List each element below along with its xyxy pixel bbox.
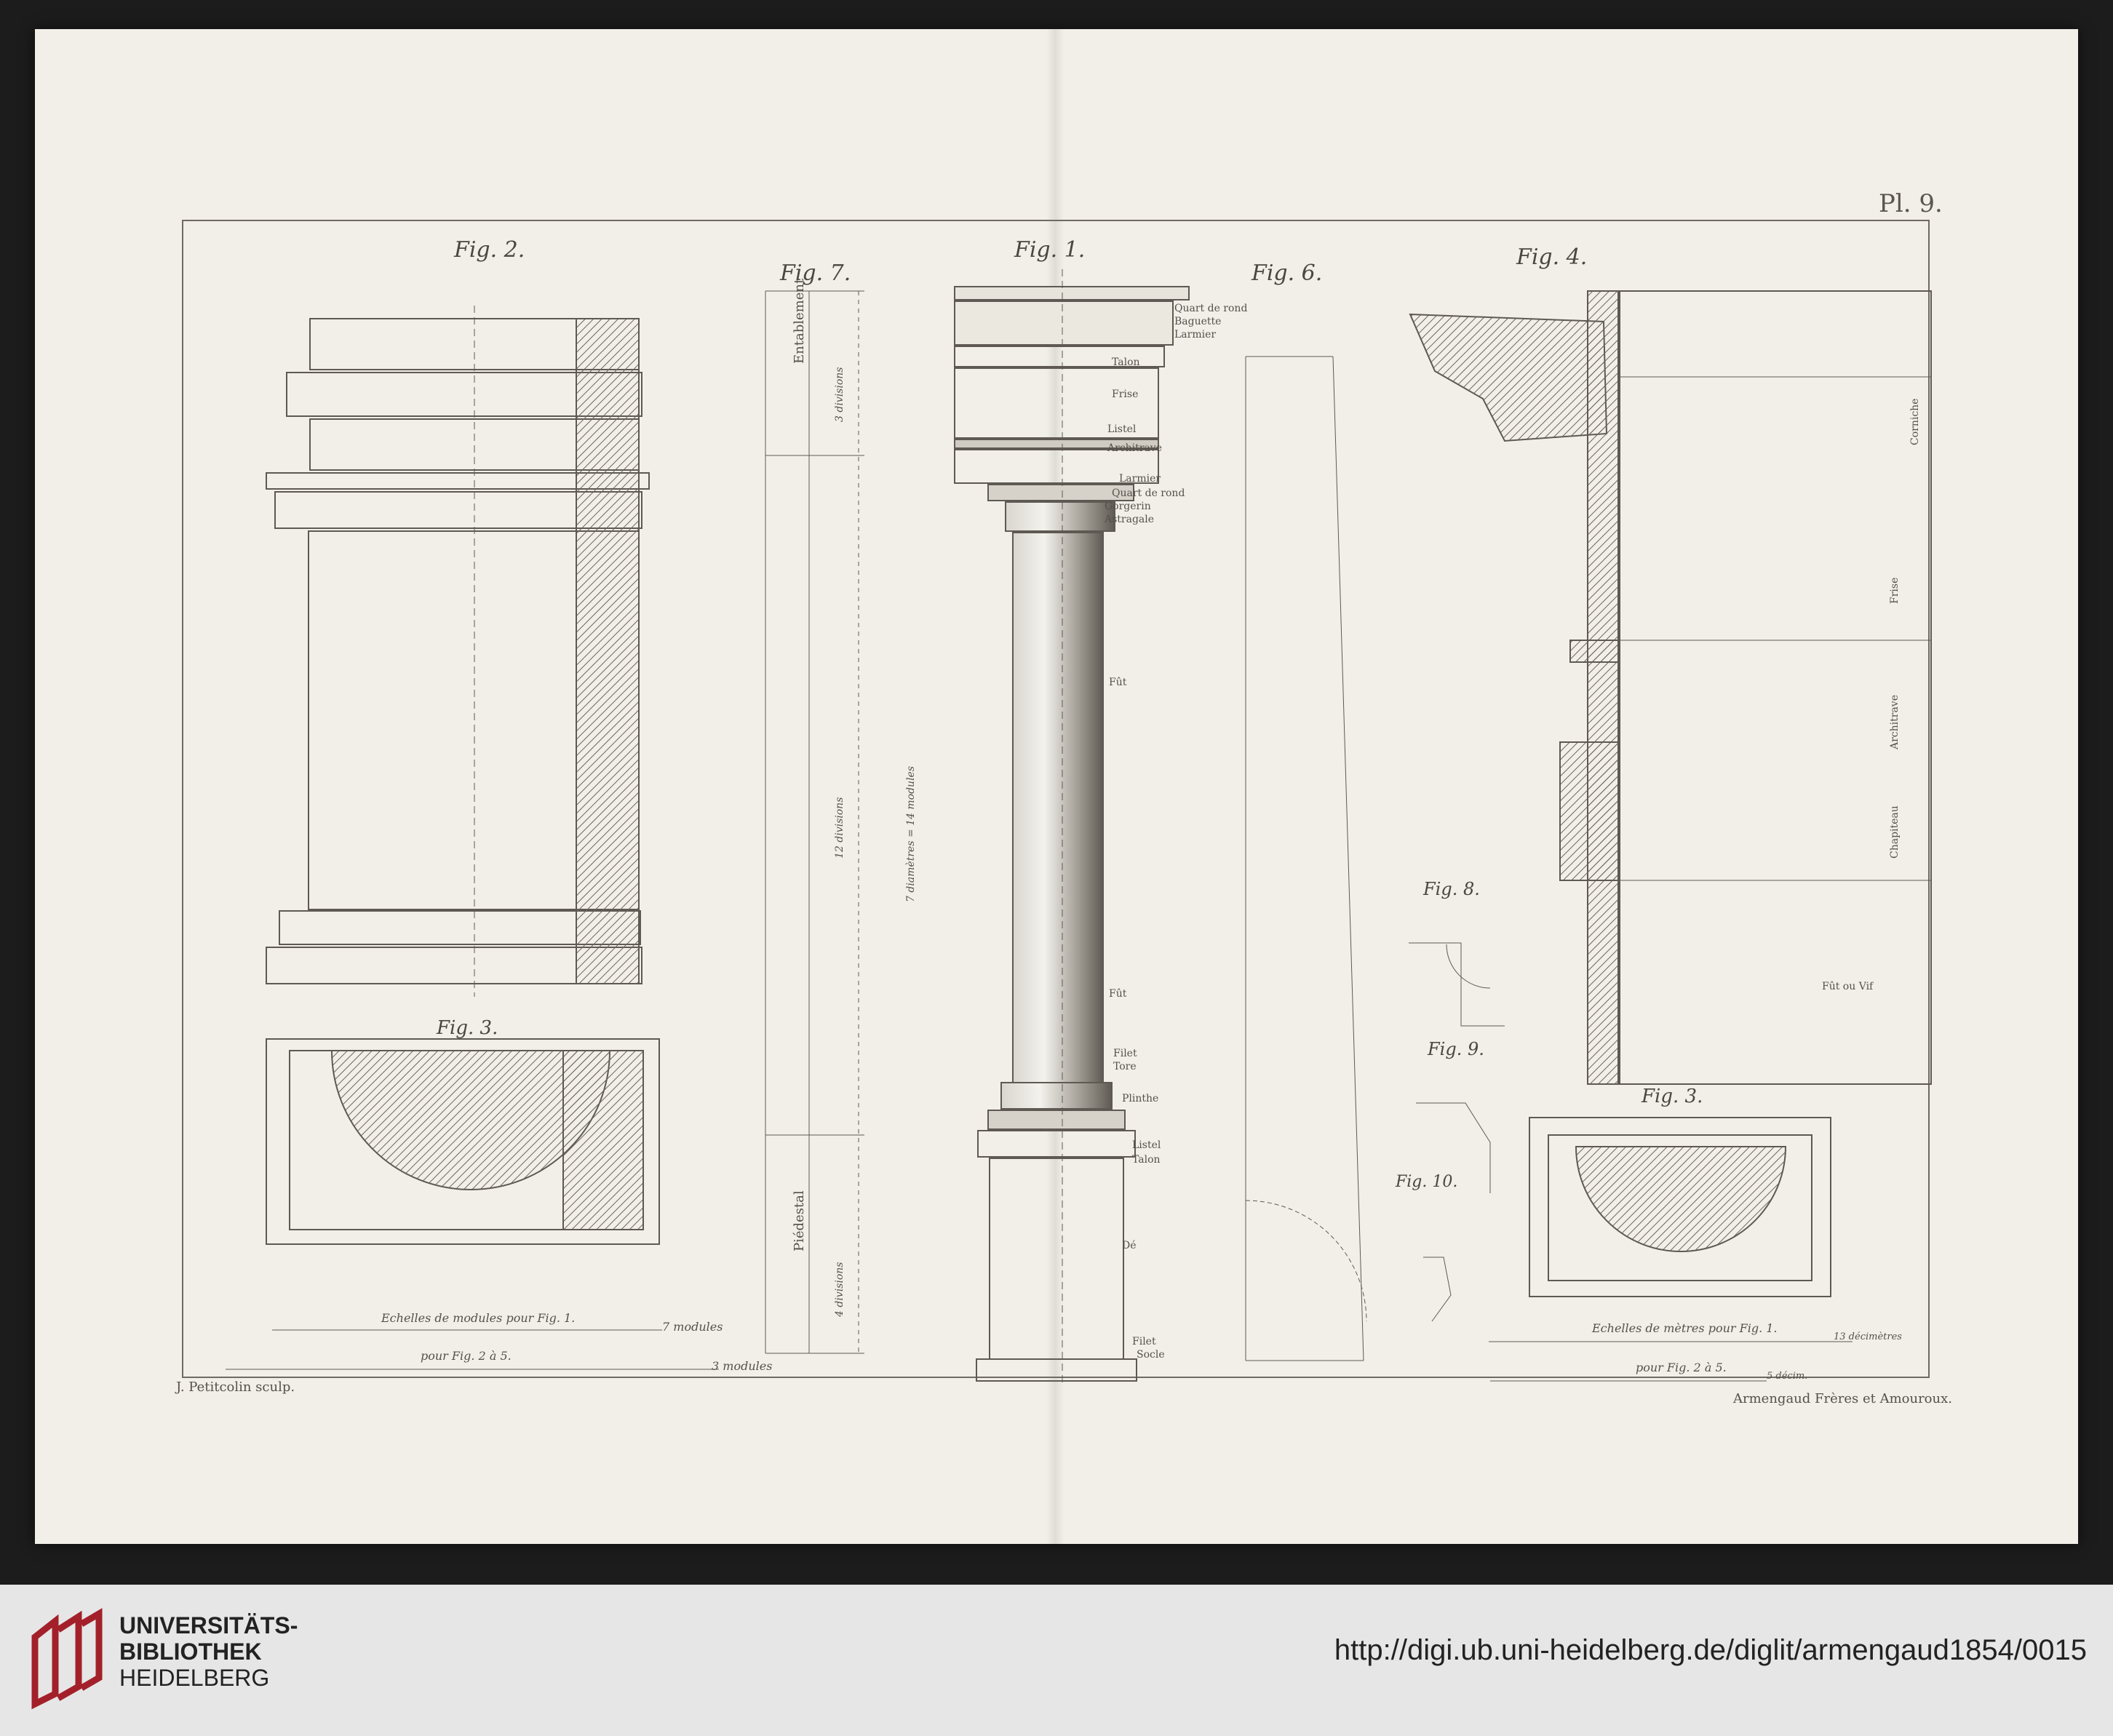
ub-heidelberg-logo-icon xyxy=(31,1608,103,1710)
fig7-piedestal: Piédestal xyxy=(792,1190,807,1251)
fig4-entablement-profile xyxy=(1409,290,1932,1085)
scale-bars xyxy=(226,1329,1853,1382)
fig4-fut-ou-vif: Fût ou Vif xyxy=(1822,981,1874,992)
label-fut-2: Fût xyxy=(1109,988,1127,1000)
library-name-line1: UNIVERSITÄTS- xyxy=(119,1612,298,1639)
fig9-title: Fig. 9. xyxy=(1428,1039,1484,1059)
scale-left-end1: 7 modules xyxy=(662,1320,723,1334)
fig4-frise: Frise xyxy=(1889,577,1901,604)
digitization-footer: UNIVERSITÄTS- BIBLIOTHEK HEIDELBERG http… xyxy=(0,1585,2113,1736)
plate-frame xyxy=(182,220,1930,1378)
library-name: UNIVERSITÄTS- BIBLIOTHEK HEIDELBERG xyxy=(119,1612,298,1691)
fig1-title: Fig. 1. xyxy=(1014,237,1086,263)
fig10-title: Fig. 10. xyxy=(1396,1173,1458,1191)
label-baguette: Baguette xyxy=(1174,316,1222,327)
fig8-title: Fig. 8. xyxy=(1423,879,1480,899)
fig2-title: Fig. 2. xyxy=(454,237,525,263)
fig7-title: Fig. 7. xyxy=(780,260,851,286)
label-gorgerin: Gorgerin xyxy=(1105,501,1151,512)
scale-left-sub: pour Fig. 2 à 5. xyxy=(421,1349,512,1363)
label-de: Dé xyxy=(1122,1240,1137,1251)
fig7-three-divisions: 3 divisions xyxy=(834,367,845,422)
label-plinthe: Plinthe xyxy=(1122,1093,1159,1104)
fig3-plan-right xyxy=(1529,1117,1831,1297)
fig4-corniche: Corniche xyxy=(1909,398,1921,445)
fig7-seven-diameters: 7 diamètres = 14 modules xyxy=(905,765,917,902)
label-frise: Frise xyxy=(1112,389,1139,400)
label-fut: Fût xyxy=(1109,677,1127,688)
label-filet: Filet xyxy=(1113,1048,1137,1059)
fig6-entasis xyxy=(1245,356,1367,1361)
scale-right-sub: pour Fig. 2 à 5. xyxy=(1636,1361,1727,1374)
scale-right-main: Echelles de mètres pour Fig. 1. xyxy=(1592,1321,1778,1335)
fig4-architrave: Architrave xyxy=(1889,695,1901,749)
label-tore: Tore xyxy=(1113,1061,1137,1072)
fig4-chapiteau: Chapiteau xyxy=(1889,805,1901,859)
fig8-9-10-details xyxy=(1409,942,1505,1322)
label-architrave: Architrave xyxy=(1107,442,1162,454)
label-astragale: Astragale xyxy=(1105,514,1155,525)
label-listel: Listel xyxy=(1107,423,1137,435)
plate-number: Pl. 9. xyxy=(1879,189,1943,218)
engraved-plate: Pl. 9. xyxy=(35,29,2078,1544)
engraver-signature: J. Petitcolin sculp. xyxy=(176,1379,295,1395)
fig3b-title: Fig. 3. xyxy=(1642,1086,1703,1107)
label-talon-2: Talon xyxy=(1132,1154,1161,1166)
permalink-url[interactable]: http://digi.ub.uni-heidelberg.de/diglit/… xyxy=(1334,1634,2087,1666)
fig7-twelve-divisions: 12 divisions xyxy=(834,797,845,859)
label-quart-de-rond: Quart de rond xyxy=(1174,303,1248,314)
label-listel-2: Listel xyxy=(1132,1139,1161,1151)
fig7-entablement: Entablement xyxy=(792,278,807,364)
publisher-credit: Armengaud Frères et Amouroux. xyxy=(1733,1391,1952,1406)
library-name-line3: HEIDELBERG xyxy=(119,1665,270,1691)
scale-left-end2: 3 modules xyxy=(712,1359,773,1373)
label-quart-de-rond-2: Quart de rond xyxy=(1112,487,1185,499)
library-name-line2: BIBLIOTHEK xyxy=(119,1639,262,1665)
label-talon: Talon xyxy=(1112,357,1140,368)
fig4-title: Fig. 4. xyxy=(1516,244,1588,270)
fig6-title: Fig. 6. xyxy=(1252,260,1323,286)
fig7-four-divisions: 4 divisions xyxy=(834,1262,845,1317)
label-larmier-2: Larmier xyxy=(1119,473,1161,485)
scale-right-end1: 13 décimètres xyxy=(1834,1331,1902,1342)
technical-drawing xyxy=(226,269,1932,1382)
scale-left-main: Echelles de modules pour Fig. 1. xyxy=(381,1311,576,1325)
fig3-plan-left xyxy=(266,1038,660,1245)
label-socle: Socle xyxy=(1137,1349,1165,1361)
fig3a-title: Fig. 3. xyxy=(437,1017,498,1039)
scale-right-end2: 5 décim. xyxy=(1767,1371,1808,1382)
fig2-pedestal xyxy=(266,306,650,997)
label-filet-2: Filet xyxy=(1132,1336,1156,1347)
fig7-proportion-lines xyxy=(765,290,864,1354)
fig1-column xyxy=(954,269,1190,1382)
label-larmier: Larmier xyxy=(1174,329,1217,341)
